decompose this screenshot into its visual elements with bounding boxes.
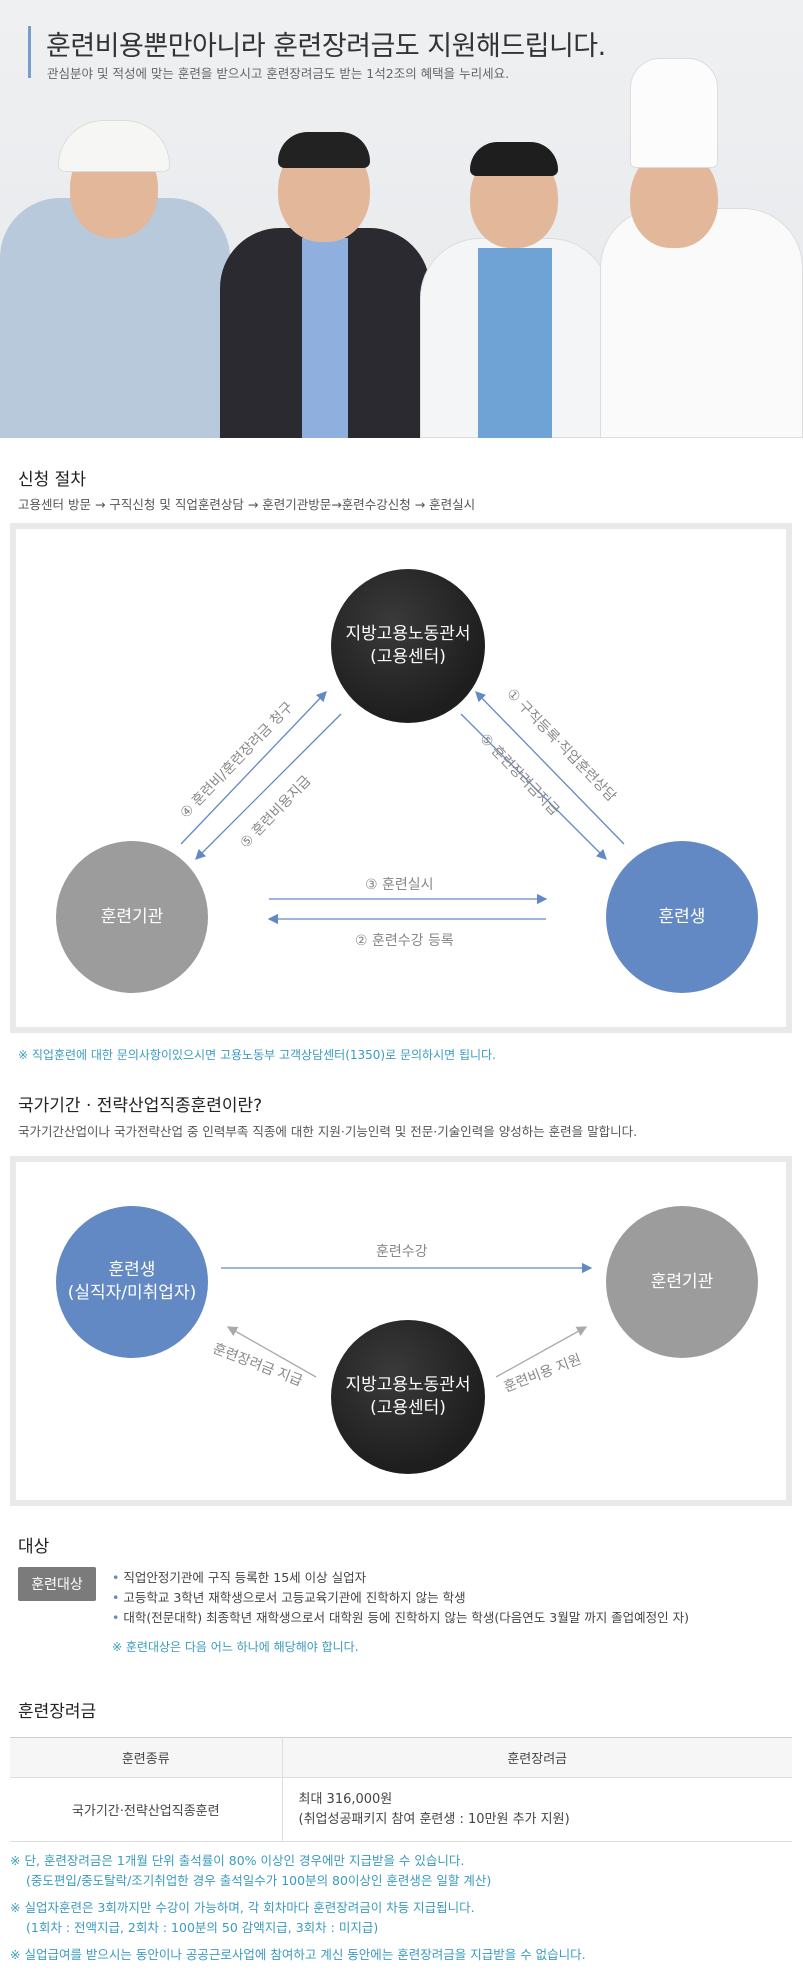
target-badge: 훈련대상 xyxy=(18,1567,96,1601)
cell-allowance-amount: 최대 316,000원 (취업성공패키지 참여 훈련생 : 10만원 추가 지원… xyxy=(282,1777,792,1842)
businessman-illustration xyxy=(220,132,430,438)
table-row: 국가기간·전략산업직종훈련 최대 316,000원 (취업성공패키지 참여 훈련… xyxy=(10,1777,792,1842)
national-arrows: 훈련수강 훈련장려금 지급 훈련비용 지원 xyxy=(211,1244,593,1396)
allowance-title: 훈련장려금 xyxy=(18,1702,97,1722)
hero-title: 훈련비용뿐만아니라 훈련장려금도 지원해드립니다. xyxy=(46,31,606,62)
allowance-note-1: ※ 단, 훈련장려금은 1개월 단위 출석률이 80% 이상인 경우에만 지급받… xyxy=(10,1853,492,1888)
cell-training-type: 국가기간·전략산업직종훈련 xyxy=(10,1777,283,1842)
trainee-node: 훈련생 xyxy=(606,841,758,993)
label-cost-support: 훈련비용 지원 xyxy=(502,1352,584,1396)
allowance-note-2: ※ 실업자훈련은 3회까지만 수강이 가능하며, 각 회차마다 훈련장려금이 차… xyxy=(10,1900,475,1935)
table-header-row: 훈련종류 훈련장려금 xyxy=(10,1737,792,1778)
national-desc: 국가기간산업이나 국가전략산업 중 인력부족 직종에 대한 지원·기능인력 및 … xyxy=(18,1124,638,1139)
procedure-desc: 고용센터 방문 → 구직신청 및 직업훈련상담 → 훈련기관방문→훈련수강신청 … xyxy=(18,497,476,512)
list-item: 고등학교 3학년 재학생으로서 고등교육기관에 진학하지 않는 학생 xyxy=(112,1588,689,1608)
national-title: 국가기간 · 전략산업직종훈련이란? xyxy=(18,1096,263,1116)
procedure-diagram: 지방고용노동관서(고용센터) 훈련기관 훈련생 ④ 훈련비/훈련장려금 청구 ⑤… xyxy=(10,523,792,1033)
target-note: ※ 훈련대상은 다음 어느 하나에 해당해야 합니다. xyxy=(112,1640,359,1654)
target-list: 직업안정기관에 구직 등록한 15세 이상 실업자 고등학교 3학년 재학생으로… xyxy=(112,1568,689,1628)
label-allowance-pay: 훈련장려금 지급 xyxy=(211,1341,305,1390)
allowance-note-3: ※ 실업급여를 받으시는 동안이나 공공근로사업에 참여하고 계신 동안에는 훈… xyxy=(10,1947,586,1962)
employment-office-node: 지방고용노동관서(고용센터) xyxy=(331,569,485,723)
hero-banner: 훈련비용뿐만아니라 훈련장려금도 지원해드립니다. 관심분야 및 적성에 맞는 … xyxy=(0,0,803,438)
training-institution-node: 훈련기관 xyxy=(606,1206,758,1358)
chef-illustration xyxy=(600,58,803,438)
col-training-type: 훈련종류 xyxy=(10,1737,283,1778)
national-diagram: 훈련생(실직자/미취업자) 훈련기관 지방고용노동관서(고용센터) 훈련수강 훈… xyxy=(10,1156,792,1506)
allowance-table: 훈련종류 훈련장려금 국가기간·전략산업직종훈련 최대 316,000원 (취업… xyxy=(10,1737,792,1842)
label-step5a: ⑤ 훈련비용지급 xyxy=(237,773,314,852)
procedure-contact-note: ※ 직업훈련에 대한 문의사항이있으시면 고용노동부 고객상담센터(1350)로… xyxy=(18,1048,496,1062)
worker-illustration xyxy=(0,98,230,438)
hero-subtitle: 관심분야 및 적성에 맞는 훈련을 받으시고 훈련장려금도 받는 1석2조의 혜… xyxy=(47,66,510,81)
list-item: 대학(전문대학) 최종학년 재학생으로서 대학원 등에 진학하지 않는 학생(다… xyxy=(112,1608,689,1628)
label-course-enroll: 훈련수강 xyxy=(376,1244,428,1260)
procedure-arrows: ④ 훈련비/훈련장려금 청구 ⑤ 훈련비용지급 ① 구직등록·직업훈련상담 ⑤ … xyxy=(177,686,625,949)
procedure-title: 신청 절차 xyxy=(18,470,86,490)
doctor-illustration xyxy=(420,142,610,438)
label-step3: ③ 훈련실시 xyxy=(365,877,434,893)
col-allowance: 훈련장려금 xyxy=(282,1737,792,1778)
list-item: 직업안정기관에 구직 등록한 15세 이상 실업자 xyxy=(112,1568,689,1588)
trainee-unemployed-node: 훈련생(실직자/미취업자) xyxy=(56,1206,208,1358)
target-title: 대상 xyxy=(18,1537,50,1557)
label-step2: ② 훈련수강 등록 xyxy=(355,933,454,949)
employment-office-node: 지방고용노동관서(고용센터) xyxy=(331,1320,485,1474)
training-institution-node: 훈련기관 xyxy=(56,841,208,993)
title-accent-bar xyxy=(28,26,31,78)
